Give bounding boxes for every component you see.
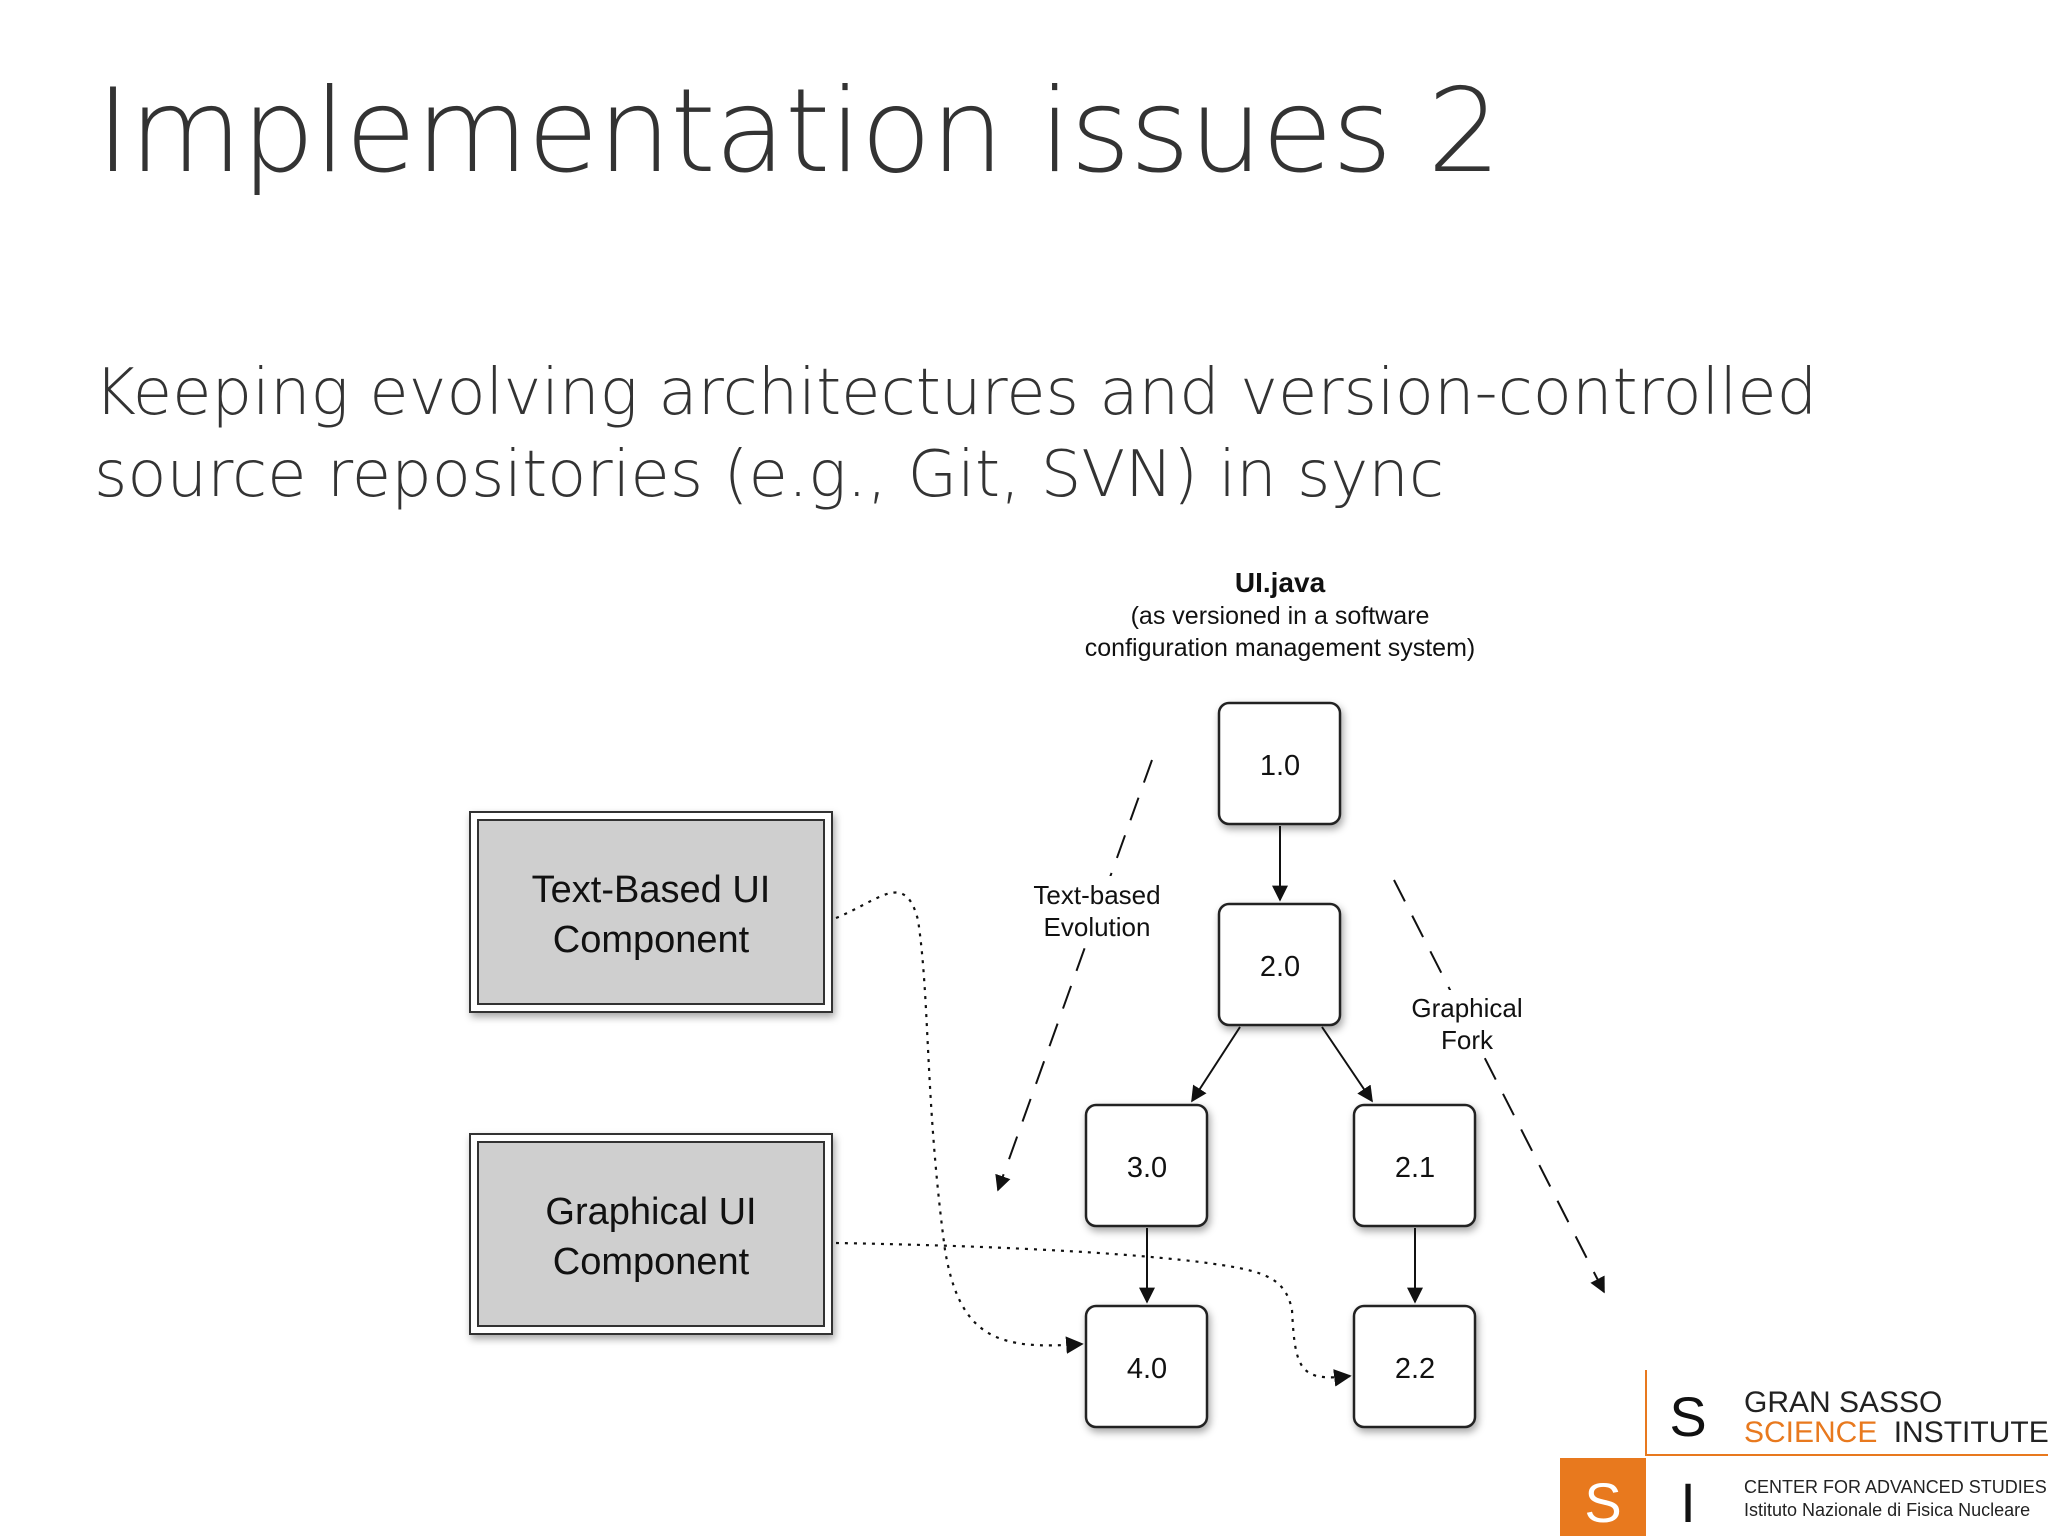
- logo-tagline-1: CENTER FOR ADVANCED STUDIES: [1744, 1477, 2047, 1497]
- version-box-4-0: [1084, 1304, 1209, 1429]
- version-box-1-0: [1217, 701, 1342, 826]
- arrow-2-0-to-3-0: [1191, 1026, 1241, 1103]
- logo-orange-square: [1560, 1458, 1646, 1536]
- version-label-2-0: 2.0: [1260, 951, 1300, 983]
- logo-name-line-1: GRAN SASSO: [1744, 1386, 1942, 1419]
- text-evolution-label-1: Text-based: [1033, 880, 1160, 910]
- text-evolution-label-2: Evolution: [1044, 912, 1151, 942]
- logo-name-accent: SCIENCE: [1744, 1416, 1877, 1449]
- version-label-2-2: 2.2: [1395, 1353, 1435, 1385]
- logo-name-line-2: SCIENCE INSTITUTE: [1744, 1416, 2048, 1449]
- slide-subtitle: Keeping evolving architectures and versi…: [94, 352, 1817, 516]
- text-ui-mapping-curve: [835, 891, 1084, 1354]
- text-evolution-label-bg: [1022, 876, 1172, 942]
- logo-letter-s: S: [1669, 1385, 1706, 1448]
- text-ui-component-label-2: Component: [553, 919, 750, 961]
- text-ui-component-label-1: Text-Based UI: [532, 869, 771, 911]
- logo-name-rest: INSTITUTE: [1894, 1416, 2048, 1449]
- graphical-ui-component: [469, 1133, 833, 1335]
- version-box-3-0: [1084, 1103, 1209, 1228]
- version-label-3-0: 3.0: [1127, 1152, 1167, 1184]
- subtitle-line-2: source repositories (e.g., Git, SVN) in …: [94, 438, 1444, 512]
- gssi-logo: S S I GRAN SASSO SCIENCE INSTITUTE CENTE…: [1560, 1370, 2048, 1536]
- subtitle-line-1: Keeping evolving architectures and versi…: [94, 356, 1818, 430]
- version-label-4-0: 4.0: [1127, 1353, 1167, 1385]
- arrow-2-0-to-2-1: [1321, 1026, 1373, 1103]
- graphical-ui-component-label-1: Graphical UI: [545, 1191, 756, 1233]
- version-box-2-2: [1352, 1304, 1477, 1429]
- slide-title: Implementation issues 2: [96, 64, 1501, 199]
- graphical-fork-arrow: [1393, 879, 1605, 1294]
- graphical-fork-label-1: Graphical: [1411, 993, 1522, 1023]
- logo-tagline-2: Istituto Nazionale di Fisica Nucleare: [1744, 1500, 2030, 1520]
- file-title: UI.java: [1235, 567, 1326, 598]
- graphical-ui-mapping-curve: [835, 1241, 1352, 1387]
- text-evolution-arrow: [995, 759, 1153, 1192]
- file-caption-2: configuration management system): [1085, 634, 1475, 662]
- text-ui-component: [469, 811, 833, 1013]
- graphical-fork-label-bg: [1400, 990, 1540, 1056]
- logo-letter-s-white: S: [1584, 1471, 1621, 1534]
- logo-letter-i: I: [1680, 1471, 1696, 1534]
- graphical-fork-label-2: Fork: [1441, 1025, 1494, 1055]
- version-box-2-1: [1352, 1103, 1477, 1228]
- version-box-2-0: [1217, 902, 1342, 1027]
- graphical-ui-component-label-2: Component: [553, 1241, 750, 1283]
- version-label-2-1: 2.1: [1395, 1152, 1435, 1184]
- file-caption-1: (as versioned in a software: [1131, 602, 1430, 630]
- version-label-1-0: 1.0: [1260, 750, 1300, 782]
